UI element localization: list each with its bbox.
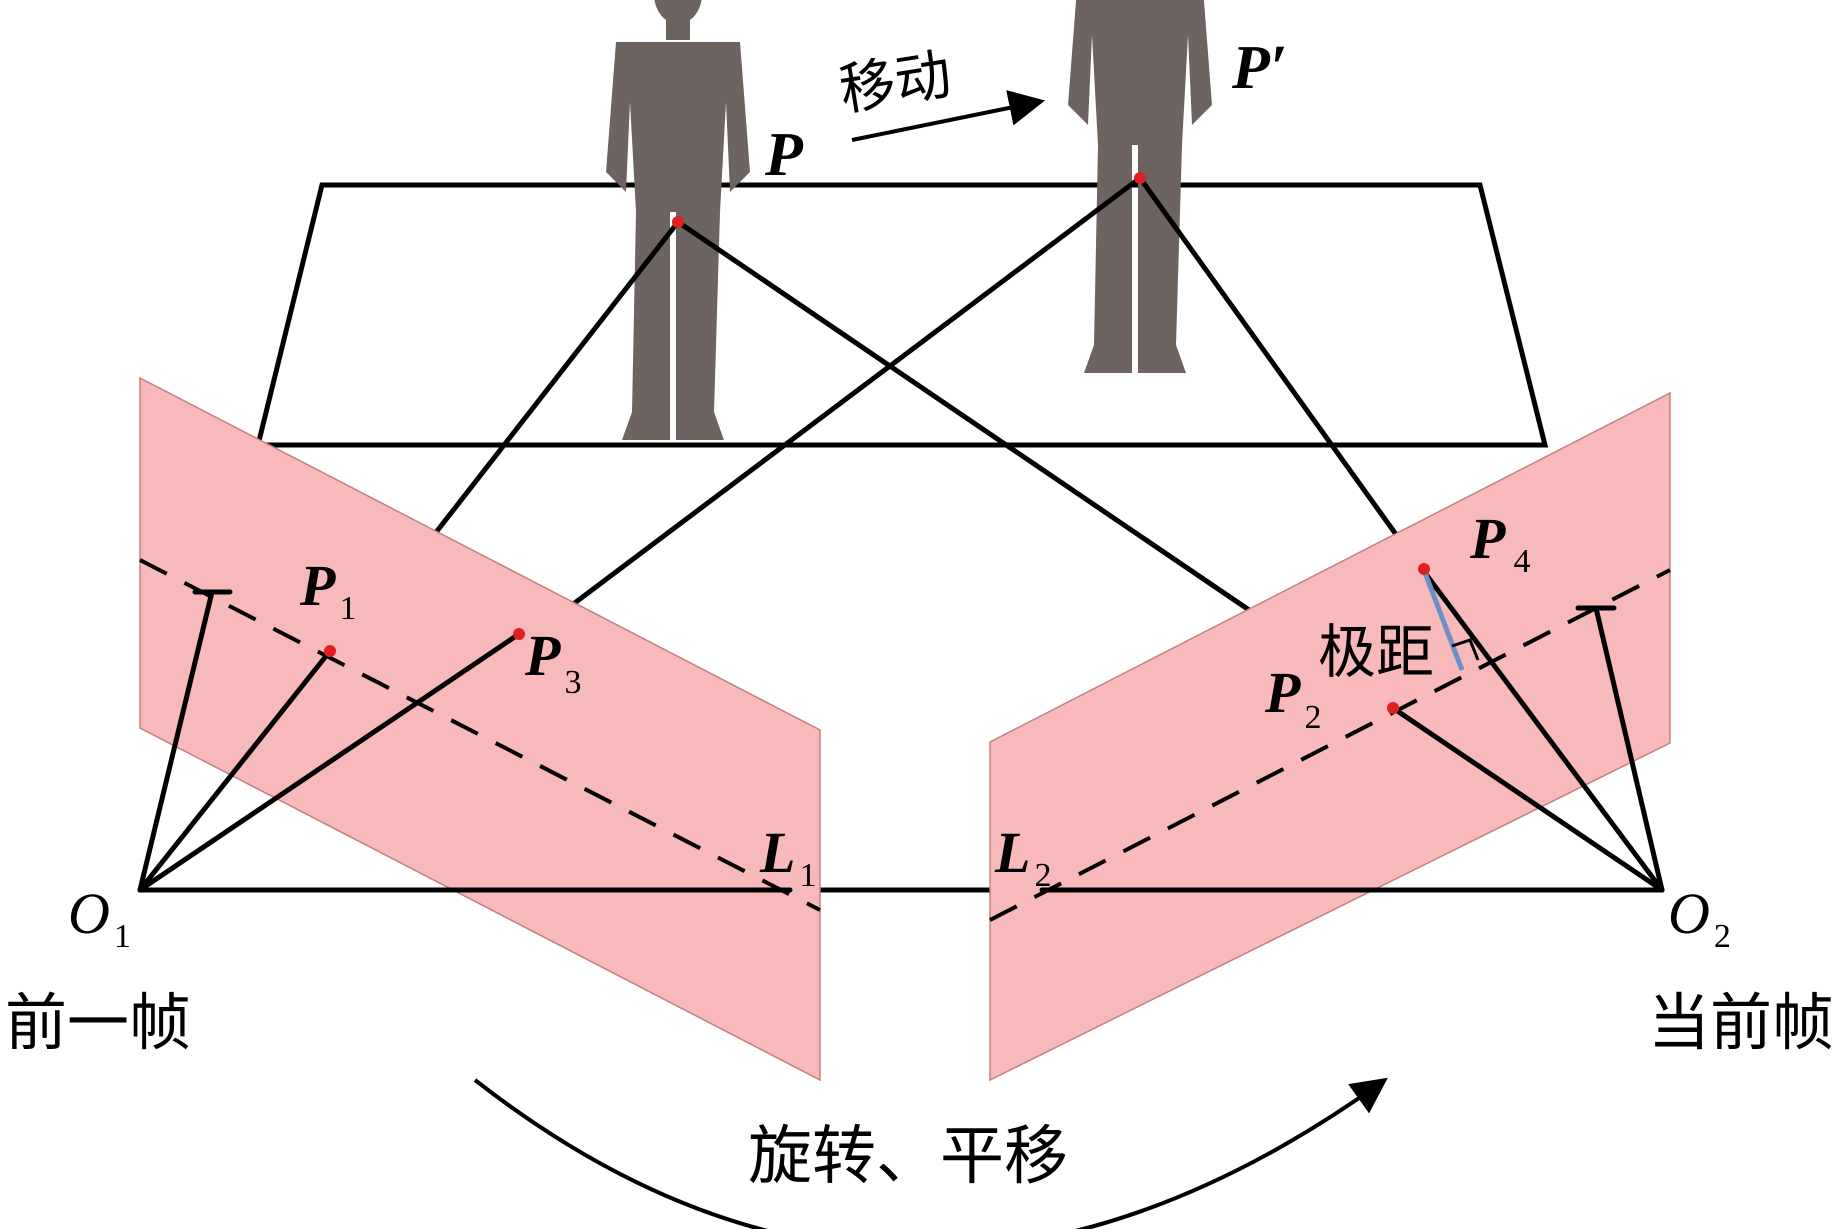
label-p: P	[764, 121, 804, 189]
image-plane-right	[989, 391, 1671, 1082]
epipolar-distance-label: 极距	[1318, 618, 1434, 686]
plane-lines	[137, 566, 1665, 893]
move-arrow	[851, 90, 1046, 142]
previous-frame-label: 前一帧	[5, 986, 191, 1059]
epipolar-lines	[139, 558, 1671, 922]
current-frame-label: 当前帧	[1648, 986, 1834, 1059]
rotation-arrow	[473, 1077, 1388, 1229]
move-label: 移动	[835, 42, 956, 124]
epipolar-distance-segment	[1421, 569, 1465, 671]
label-p-prime: P′	[1231, 34, 1287, 102]
image-plane-left	[139, 376, 821, 1082]
right-angle-mark	[1451, 638, 1480, 661]
rotation-translation-label: 旋转、平移	[748, 1120, 1068, 1194]
feature-points	[324, 172, 1430, 714]
ground-plane	[254, 182, 1549, 448]
projection-rays	[427, 175, 1403, 615]
